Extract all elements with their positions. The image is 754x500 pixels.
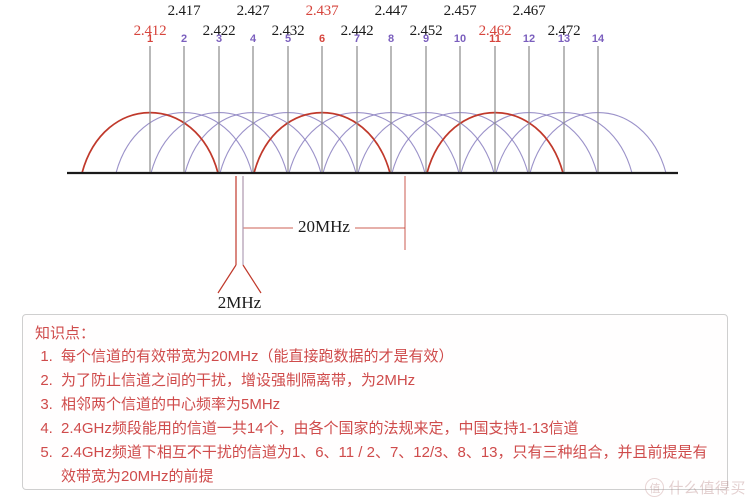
channel-number: 1 <box>146 33 154 45</box>
guard-arrow-right <box>242 264 262 294</box>
knowledge-item: 2.4GHz频段能用的信道一共14个，由各个国家的法规来定，中国支持1-13信道 <box>57 417 717 441</box>
frequency-label: 2.467 <box>512 3 546 19</box>
channel-number: 2 <box>180 33 188 45</box>
knowledge-item-text: 为了防止信道之间的干扰，增设强制隔离带，为2MHz <box>61 372 416 389</box>
frequency-label: 2.437 <box>305 3 339 19</box>
channel-number: 10 <box>453 33 467 45</box>
knowledge-box-title: 知识点： <box>35 325 96 342</box>
bandwidth-measure <box>242 176 406 250</box>
channel-number: 14 <box>591 33 605 45</box>
frequency-label: 2.442 <box>340 23 374 39</box>
knowledge-item-text: 2.4GHz频段能用的信道一共14个，由各个国家的法规来定，中国支持1-13信道 <box>61 420 579 437</box>
bandwidth-label: 20MHz <box>298 217 350 236</box>
knowledge-item: 相邻两个信道的中心频率为5MHz <box>57 393 717 417</box>
frequency-label: 2.417 <box>167 3 201 19</box>
frequency-label: 2.462 <box>478 23 512 39</box>
frequency-label: 2.452 <box>409 23 443 39</box>
frequency-label: 2.447 <box>374 3 408 19</box>
channel-number: 5 <box>284 33 292 45</box>
channel-number: 3 <box>215 33 223 45</box>
channel-number: 11 <box>489 33 501 45</box>
knowledge-box: 知识点： 每个信道的有效带宽为20MHz（能直接跑数据的才是有效） 为了防止信道之… <box>22 314 728 490</box>
knowledge-item-text: 2.4GHz频道下相互不干扰的信道为1、6、11 / 2、7、12/3、8、13… <box>61 444 708 485</box>
channel-number: 4 <box>249 33 257 45</box>
channel-number: 7 <box>353 33 361 45</box>
knowledge-item: 为了防止信道之间的干扰，增设强制隔离带，为2MHz <box>57 369 717 393</box>
frequency-label: 2.422 <box>202 23 236 39</box>
channel-number: 6 <box>318 33 326 45</box>
frequency-label: 2.472 <box>547 23 581 39</box>
knowledge-item-text: 相邻两个信道的中心频率为5MHz <box>61 396 281 413</box>
guard-band-measure <box>217 176 262 294</box>
guard-band-label: 2MHz <box>217 293 262 312</box>
knowledge-item-text: 每个信道的有效带宽为20MHz（能直接跑数据的才是有效） <box>61 348 454 365</box>
guard-arrow-left <box>217 264 237 294</box>
frequency-label: 2.412 <box>133 23 167 39</box>
frequency-label: 2.457 <box>443 3 477 19</box>
knowledge-box-list: 每个信道的有效带宽为20MHz（能直接跑数据的才是有效） 为了防止信道之间的干扰，… <box>35 345 717 489</box>
frequency-label: 2.432 <box>271 23 305 39</box>
channel-number: 9 <box>422 33 430 45</box>
channel-arcs <box>81 111 667 174</box>
knowledge-item: 每个信道的有效带宽为20MHz（能直接跑数据的才是有效） <box>57 345 717 369</box>
frequency-label: 2.427 <box>236 3 270 19</box>
channel-number: 13 <box>557 33 571 45</box>
knowledge-item: 2.4GHz频道下相互不干扰的信道为1、6、11 / 2、7、12/3、8、13… <box>57 441 717 489</box>
channel-ticks <box>149 46 599 172</box>
channel-number: 8 <box>387 33 395 45</box>
channel-number: 12 <box>522 33 536 45</box>
